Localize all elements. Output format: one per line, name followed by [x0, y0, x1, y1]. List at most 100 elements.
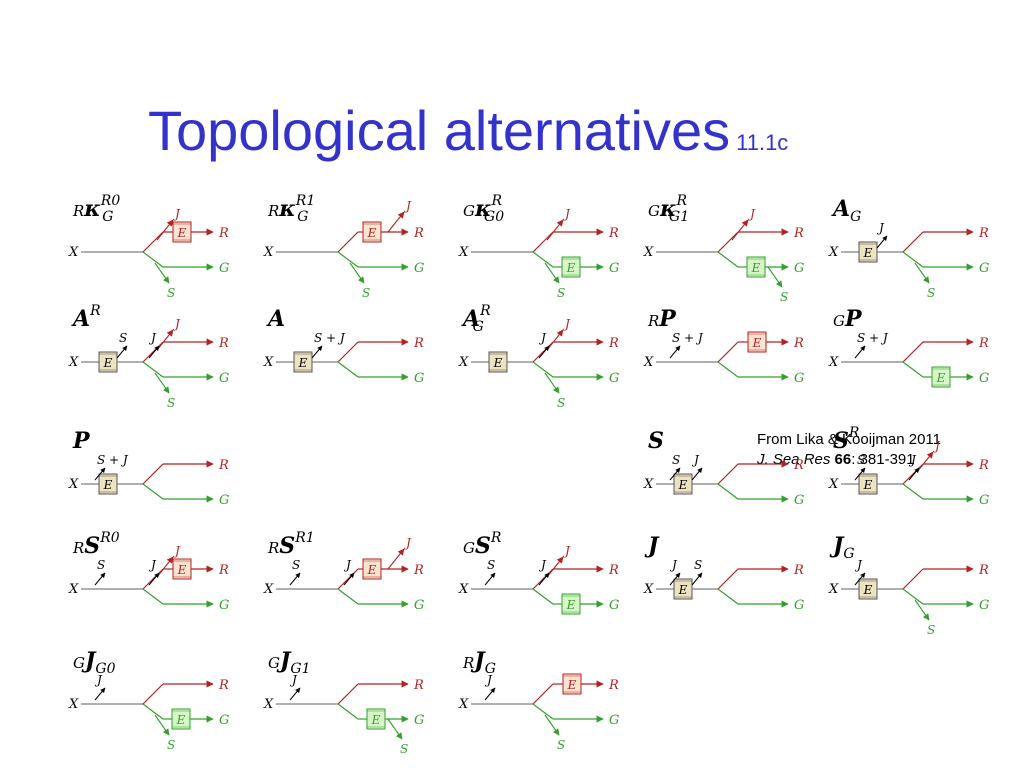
in-label: J — [94, 673, 103, 687]
node-r: R — [978, 336, 989, 351]
node-x: X — [828, 355, 839, 370]
branch-g — [717, 251, 739, 268]
in-label: S + J — [97, 453, 129, 467]
label-sub: G — [102, 209, 113, 225]
node-g: G — [219, 371, 229, 386]
in-arrow — [854, 572, 866, 586]
in-label: J — [908, 453, 917, 467]
branch-g — [142, 483, 164, 500]
label-main: J — [470, 648, 486, 674]
e-box-label: E — [752, 336, 762, 350]
in-label: S + J — [314, 331, 346, 345]
node-s-out: S — [362, 286, 370, 300]
panel-label: GJG0 — [73, 648, 116, 677]
in-arrow — [94, 467, 106, 481]
branch-r — [532, 231, 554, 253]
label-sub: G — [843, 546, 854, 562]
in-arrow — [854, 467, 866, 481]
node-g: G — [414, 261, 424, 276]
node-r: R — [413, 226, 424, 241]
node-r: R — [218, 563, 229, 578]
panel-label: GSR — [463, 530, 502, 559]
e-box-label: E — [678, 583, 688, 597]
in-label: S — [97, 558, 105, 572]
in-label: J — [343, 558, 352, 572]
in-arrow — [669, 572, 681, 586]
in-label: J — [876, 221, 885, 235]
node-g: G — [414, 598, 424, 613]
branch-g — [337, 361, 359, 378]
out-j — [546, 219, 564, 241]
in-arrow — [876, 235, 888, 249]
node-x: X — [828, 477, 839, 492]
in-arrow — [148, 345, 160, 359]
branch-r — [532, 683, 554, 705]
in-arrow — [116, 345, 128, 359]
panel-label: RP — [647, 306, 677, 332]
label-sup: R — [675, 193, 687, 209]
panel-label: S — [648, 428, 664, 454]
node-x: X — [643, 582, 654, 597]
out-s — [767, 266, 783, 288]
node-g: G — [609, 713, 619, 728]
branch-r — [532, 341, 554, 363]
branch-g — [142, 588, 164, 605]
in-arrow — [691, 467, 703, 481]
e-box-label: E — [567, 678, 577, 692]
in-arrow — [908, 467, 920, 481]
panel-label: SR — [833, 425, 860, 454]
e-box-label: E — [103, 356, 113, 370]
node-g: G — [794, 261, 804, 276]
node-r: R — [793, 563, 804, 578]
label-sup: R — [490, 530, 502, 546]
node-x: X — [263, 697, 274, 712]
node-r: R — [608, 678, 619, 693]
branch-g — [532, 251, 554, 268]
in-label: S — [672, 453, 680, 467]
in-arrow — [484, 687, 496, 701]
branch-g — [902, 361, 924, 378]
e-box-label: E — [176, 713, 186, 727]
node-r: R — [978, 226, 989, 241]
label-sub: G0 — [484, 209, 504, 225]
branch-r — [142, 683, 164, 705]
node-r: R — [978, 458, 989, 473]
node-g: G — [794, 493, 804, 508]
node-x: X — [643, 355, 654, 370]
in-label: S — [119, 331, 127, 345]
branch-g — [532, 588, 554, 605]
branch-r — [337, 231, 359, 253]
label-prefix: R — [462, 654, 474, 672]
in-arrow — [669, 467, 681, 481]
node-x: X — [68, 245, 79, 260]
branch-g — [532, 703, 554, 720]
node-g: G — [609, 371, 619, 386]
node-s-out: S — [780, 290, 788, 304]
branch-g — [142, 251, 164, 268]
panel-label: J — [644, 533, 660, 559]
in-label: S — [857, 453, 865, 467]
in-arrow — [94, 687, 106, 701]
in-label: J — [691, 453, 700, 467]
node-j-out: J — [562, 544, 571, 558]
label-main: κ — [83, 196, 101, 222]
label-prefix: G — [833, 312, 845, 330]
branch-r — [337, 341, 359, 363]
out-j — [156, 219, 174, 241]
node-x: X — [68, 582, 79, 597]
label-main: P — [658, 306, 677, 332]
node-g: G — [414, 371, 424, 386]
out-s — [544, 714, 560, 736]
branch-r — [532, 568, 554, 590]
node-r: R — [413, 336, 424, 351]
